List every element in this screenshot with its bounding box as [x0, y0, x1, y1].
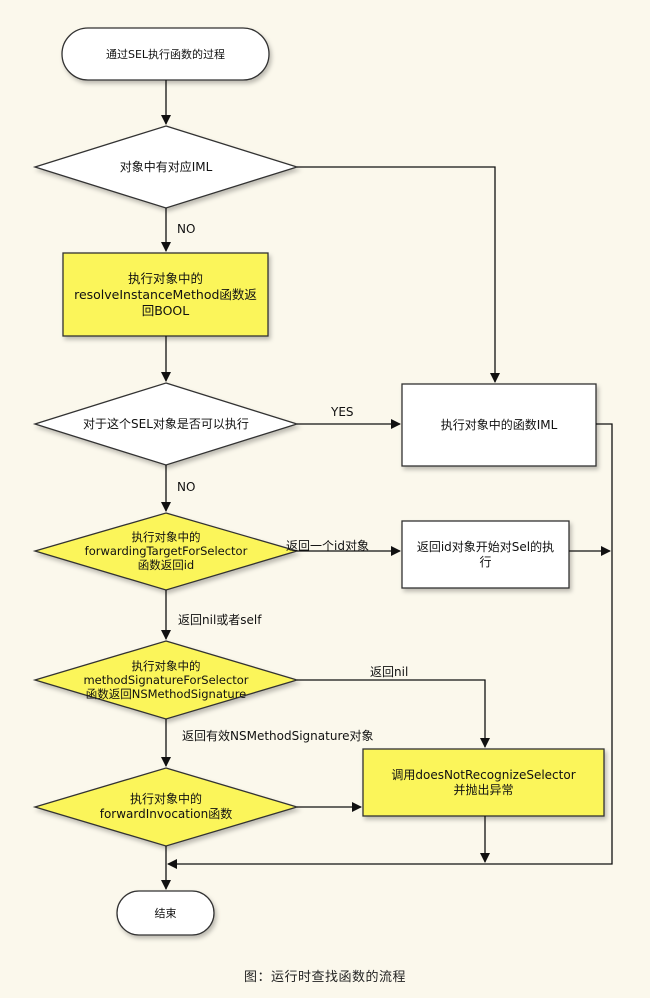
figure-caption: 图：运行时查找函数的流程 — [243, 970, 406, 985]
decision-iml-label: 对象中有对应IML — [119, 159, 213, 174]
edge-no-label-2: NO — [177, 480, 196, 494]
method-signature-label: 执行对象中的 methodSignatureForSelector 函数返回NS… — [83, 659, 249, 701]
exec-iml-label: 执行对象中的函数IML — [440, 417, 558, 432]
edge-return-nil-label: 返回nil — [370, 665, 409, 679]
does-not-recognize-box — [362, 748, 605, 817]
edge-valid-sig-label: 返回有效NSMethodSignature对象 — [182, 729, 374, 743]
decision-sel-label: 对于这个SEL对象是否可以执行 — [83, 416, 249, 431]
end-terminal — [116, 890, 215, 936]
forwarding-target-label: 执行对象中的 forwardingTargetForSelector 函数返回i… — [84, 530, 248, 572]
resolve-box — [62, 252, 269, 337]
resolve-label: 执行对象中的 resolveInstanceMethod函数返 回BOOL — [74, 270, 257, 318]
edge-nil-or-self-label: 返回nil或者self — [178, 613, 262, 627]
edge-yes-label: YES — [331, 405, 354, 419]
exec-iml-box — [401, 383, 597, 467]
return-id-exec-box — [401, 520, 570, 589]
arrow-right-return-line — [167, 423, 613, 869]
arrow-iml-yes — [297, 166, 500, 383]
does-not-recognize-label: 调用doesNotRecognizeSelector 并抛出异常 — [391, 767, 576, 797]
return-id-exec-label: 返回id对象开始对Sel的执 行 — [416, 539, 555, 569]
end-label: 结束 — [154, 906, 177, 920]
edge-return-id-label: 返回一个id对象 — [286, 539, 369, 553]
start-label: 通过SEL执行函数的过程 — [105, 47, 226, 61]
arrow-return-nil — [297, 679, 490, 748]
forward-invocation-label: 执行对象中的 forwardInvocation函数 — [99, 792, 233, 821]
edge-no-label: NO — [177, 222, 196, 236]
